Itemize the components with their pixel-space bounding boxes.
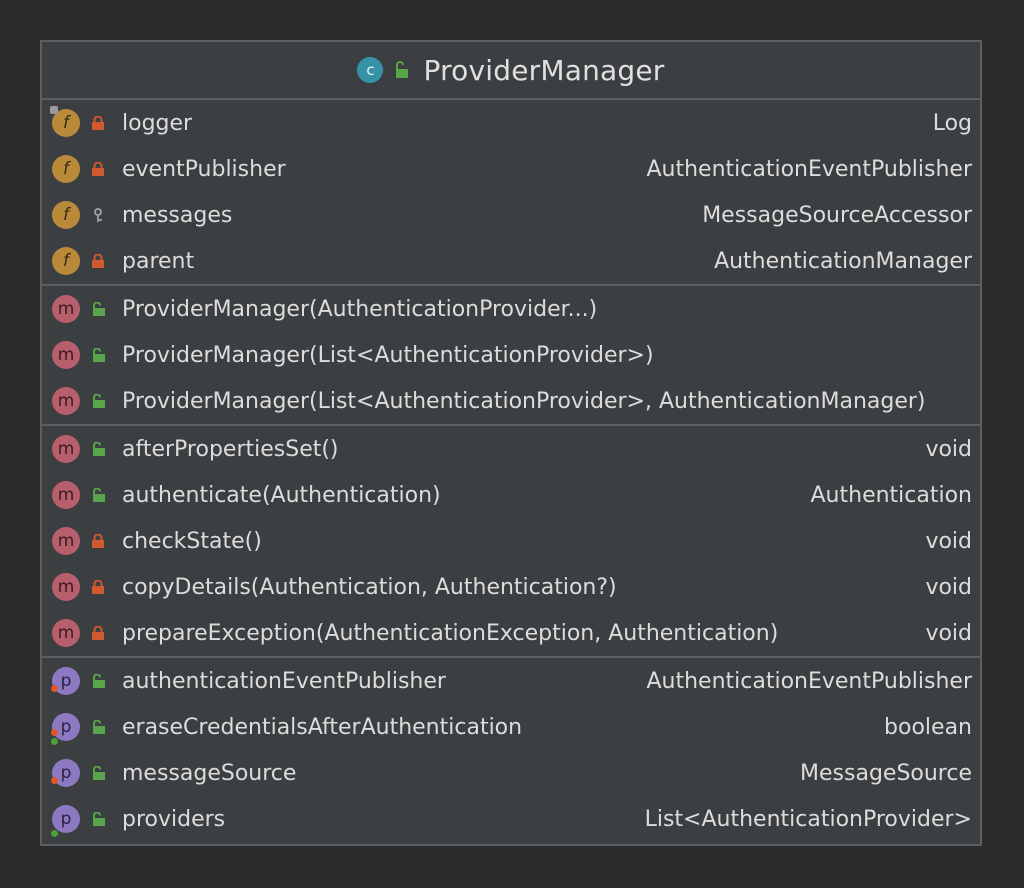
member-type: AuthenticationManager (714, 248, 972, 274)
getter-marker-icon (51, 830, 58, 837)
public-unlock-icon (93, 302, 105, 316)
member-type: AuthenticationEventPublisher (646, 668, 972, 694)
method-icon: m (52, 295, 80, 323)
public-unlock-icon (396, 61, 409, 78)
public-unlock-icon (93, 488, 105, 502)
method-icon: m (52, 387, 80, 415)
constructors-section: m ProviderManager(AuthenticationProvider.… (42, 286, 980, 426)
public-unlock-icon (93, 394, 105, 408)
protected-key-icon (94, 208, 102, 222)
setter-marker-icon (51, 729, 58, 736)
member-name: checkState() (122, 528, 262, 554)
member-type: void (925, 574, 972, 600)
member-name: copyDetails(Authentication, Authenticati… (122, 574, 617, 600)
property-row[interactable]: p providers List<AuthenticationProvider> (42, 796, 980, 842)
member-type: void (925, 620, 972, 646)
properties-section: p authenticationEventPublisher Authenticat… (42, 658, 980, 842)
setter-marker-icon (51, 685, 58, 692)
member-type: void (925, 436, 972, 462)
constructor-row[interactable]: m ProviderManager(List<AuthenticationProv… (42, 332, 980, 378)
member-type: void (925, 528, 972, 554)
member-name: ProviderManager(List<AuthenticationProvi… (122, 388, 926, 414)
method-row[interactable]: m authenticate(Authentication) Authenticat… (42, 472, 980, 518)
method-row[interactable]: m copyDetails(Authentication, Authenticat… (42, 564, 980, 610)
member-name: eventPublisher (122, 156, 286, 182)
fields-section: f logger Log f eventPublisher AuthenticationE… (42, 100, 980, 286)
public-unlock-icon (93, 442, 105, 456)
method-icon: m (52, 573, 80, 601)
member-type: List<AuthenticationProvider> (644, 806, 972, 832)
constructor-row[interactable]: m ProviderManager(List<AuthenticationProv… (42, 378, 980, 424)
method-icon: m (52, 619, 80, 647)
field-row[interactable]: f messages MessageSourceAccessor (42, 192, 980, 238)
member-name: prepareException(AuthenticationException… (122, 620, 779, 646)
class-icon: c (357, 57, 384, 83)
method-row[interactable]: m checkState() void (42, 518, 980, 564)
method-row[interactable]: m afterPropertiesSet() void (42, 426, 980, 472)
private-lock-icon (92, 580, 104, 594)
member-name: ProviderManager(List<AuthenticationProvi… (122, 342, 654, 368)
field-row[interactable]: f eventPublisher AuthenticationEventPublis… (42, 146, 980, 192)
field-icon: f (52, 201, 80, 229)
property-row[interactable]: p eraseCredentialsAfterAuthentication bool… (42, 704, 980, 750)
member-name: parent (122, 248, 195, 274)
private-lock-icon (92, 254, 104, 268)
private-lock-icon (92, 116, 104, 130)
constructor-row[interactable]: m ProviderManager(AuthenticationProvider.… (42, 286, 980, 332)
member-type: Log (932, 110, 972, 136)
public-unlock-icon (93, 812, 105, 826)
public-unlock-icon (93, 720, 105, 734)
property-icon: p (52, 713, 80, 741)
class-title: ProviderManager (423, 53, 665, 87)
member-name: messageSource (122, 760, 297, 786)
method-icon: m (52, 527, 80, 555)
method-row[interactable]: m prepareException(AuthenticationExceptio… (42, 610, 980, 656)
member-name: providers (122, 806, 226, 832)
setter-marker-icon (51, 777, 58, 784)
method-icon: m (52, 435, 80, 463)
method-icon: m (52, 481, 80, 509)
class-header: c ProviderManager (42, 42, 980, 100)
field-icon: f (52, 155, 80, 183)
methods-section: m afterPropertiesSet() void m authenticate(A… (42, 426, 980, 658)
member-type: boolean (884, 714, 972, 740)
member-name: afterPropertiesSet() (122, 436, 339, 462)
private-lock-icon (92, 626, 104, 640)
static-marker-icon (50, 106, 58, 114)
private-lock-icon (92, 534, 104, 548)
class-node[interactable]: c ProviderManager f logger Log f eventPublis… (40, 40, 982, 846)
getter-marker-icon (51, 738, 58, 745)
field-row[interactable]: f parent AuthenticationManager (42, 238, 980, 284)
property-icon: p (52, 805, 80, 833)
public-unlock-icon (93, 674, 105, 688)
public-unlock-icon (93, 766, 105, 780)
member-type: AuthenticationEventPublisher (646, 156, 972, 182)
method-icon: m (52, 341, 80, 369)
member-name: logger (122, 110, 193, 136)
private-lock-icon (92, 162, 104, 176)
member-name: eraseCredentialsAfterAuthentication (122, 714, 523, 740)
member-name: authenticate(Authentication) (122, 482, 441, 508)
member-name: authenticationEventPublisher (122, 668, 446, 694)
member-type: Authentication (810, 482, 973, 508)
field-icon: f (52, 247, 80, 275)
member-type: MessageSourceAccessor (702, 202, 972, 228)
member-name: messages (122, 202, 233, 228)
member-type: MessageSource (800, 760, 972, 786)
member-name: ProviderManager(AuthenticationProvider..… (122, 296, 598, 322)
public-unlock-icon (93, 348, 105, 362)
